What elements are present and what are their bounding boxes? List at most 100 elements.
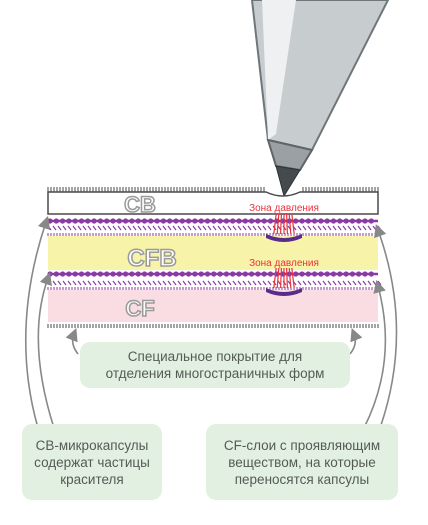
developer-mark <box>177 225 182 231</box>
pressure-zone-marks <box>266 213 302 296</box>
pressure-line <box>276 213 280 235</box>
developer-mark <box>92 280 97 286</box>
developer-mark <box>317 280 322 286</box>
developer-mark <box>157 280 162 286</box>
developer-mark <box>352 225 357 231</box>
developer-mark <box>72 280 77 286</box>
microcapsule <box>242 271 248 277</box>
developer-mark <box>52 280 57 286</box>
microcapsule <box>129 218 135 224</box>
microcapsule <box>217 271 223 277</box>
microcapsule <box>116 218 122 224</box>
developer-mark <box>262 280 267 286</box>
developer-mark <box>357 225 362 231</box>
developer-mark <box>157 225 162 231</box>
microcapsule <box>223 271 229 277</box>
developer-mark <box>167 280 172 286</box>
developer-mark <box>212 280 217 286</box>
developer-mark <box>67 280 72 286</box>
developer-mark <box>162 280 167 286</box>
developer-mark <box>342 225 347 231</box>
developer-mark <box>47 225 52 231</box>
developer-mark <box>167 225 172 231</box>
microcapsule <box>192 218 198 224</box>
microcapsule <box>242 218 248 224</box>
microcapsule <box>312 271 318 277</box>
developer-mark <box>252 225 257 231</box>
developer-mark <box>187 280 192 286</box>
developer-mark <box>72 225 77 231</box>
developer-mark <box>77 225 82 231</box>
developer-mark <box>297 225 302 231</box>
microcapsule <box>356 218 362 224</box>
callout-cb-line3: красителя <box>60 471 124 487</box>
developer-mark <box>352 280 357 286</box>
microcapsule <box>186 271 192 277</box>
callout-cb-capsules: CB-микрокапсулы содержат частицы красите… <box>22 424 162 500</box>
developer-mark <box>217 225 222 231</box>
microcapsule <box>148 271 154 277</box>
pressure-zone-label-bottom: Зона давления <box>249 258 319 269</box>
cf-top-texture <box>47 287 379 290</box>
developer-mark <box>152 225 157 231</box>
callout-coating-line2: отделения многостраничных форм <box>105 366 325 381</box>
developer-mark <box>377 225 382 231</box>
microcapsule <box>66 271 72 277</box>
microcapsule <box>293 218 299 224</box>
developer-mark <box>262 225 267 231</box>
developer-mark <box>247 280 252 286</box>
microcapsule <box>179 218 185 224</box>
microcapsule <box>368 218 374 224</box>
pressure-line <box>273 267 277 289</box>
callout-cb-line1: CB-микрокапсулы <box>35 437 149 453</box>
microcapsule <box>91 218 97 224</box>
microcapsule <box>135 271 141 277</box>
cf-sheet: CF <box>47 287 379 322</box>
microcapsule <box>312 218 318 224</box>
developer-mark <box>107 280 112 286</box>
developer-mark <box>52 225 57 231</box>
pressure-line <box>288 267 292 289</box>
developer-mark <box>122 225 127 231</box>
arrow-cf-to-bottom <box>363 279 387 429</box>
microcapsule <box>167 218 173 224</box>
developer-mark <box>227 280 232 286</box>
microcapsule <box>230 218 236 224</box>
microcapsule <box>60 218 66 224</box>
developer-mark <box>182 225 187 231</box>
callout-cb-line2: содержат частицы <box>34 454 150 470</box>
developer-mark <box>302 280 307 286</box>
microcapsule <box>368 271 374 277</box>
developer-mark <box>102 280 107 286</box>
microcapsule <box>123 271 129 277</box>
developer-mark <box>112 280 117 286</box>
microcapsule <box>60 271 66 277</box>
developer-mark <box>57 225 62 231</box>
cb-layer-label: CB <box>124 192 156 217</box>
pressure-line <box>288 213 292 235</box>
developer-mark <box>132 225 137 231</box>
arrow-coating-left <box>65 328 79 355</box>
developer-mark <box>77 280 82 286</box>
microcapsule <box>356 271 362 277</box>
microcapsule <box>299 218 305 224</box>
developer-mark <box>202 280 207 286</box>
callout-coating-line1: Специальное покрытие для <box>127 349 303 364</box>
microcapsule <box>85 271 91 277</box>
developer-mark <box>62 225 67 231</box>
microcapsule <box>78 218 85 224</box>
microcapsule <box>211 218 217 224</box>
microcapsule <box>261 218 267 224</box>
arrows <box>25 215 398 429</box>
microcapsule <box>349 218 355 224</box>
developer-mark <box>227 225 232 231</box>
developer-mark <box>62 280 67 286</box>
developer-mark <box>47 280 52 286</box>
pressure-line <box>280 213 282 235</box>
developer-mark <box>252 280 257 286</box>
arrow-cb-to-top <box>25 215 51 429</box>
developer-mark <box>342 280 347 286</box>
microcapsule <box>85 218 91 224</box>
developer-mark <box>107 225 112 231</box>
